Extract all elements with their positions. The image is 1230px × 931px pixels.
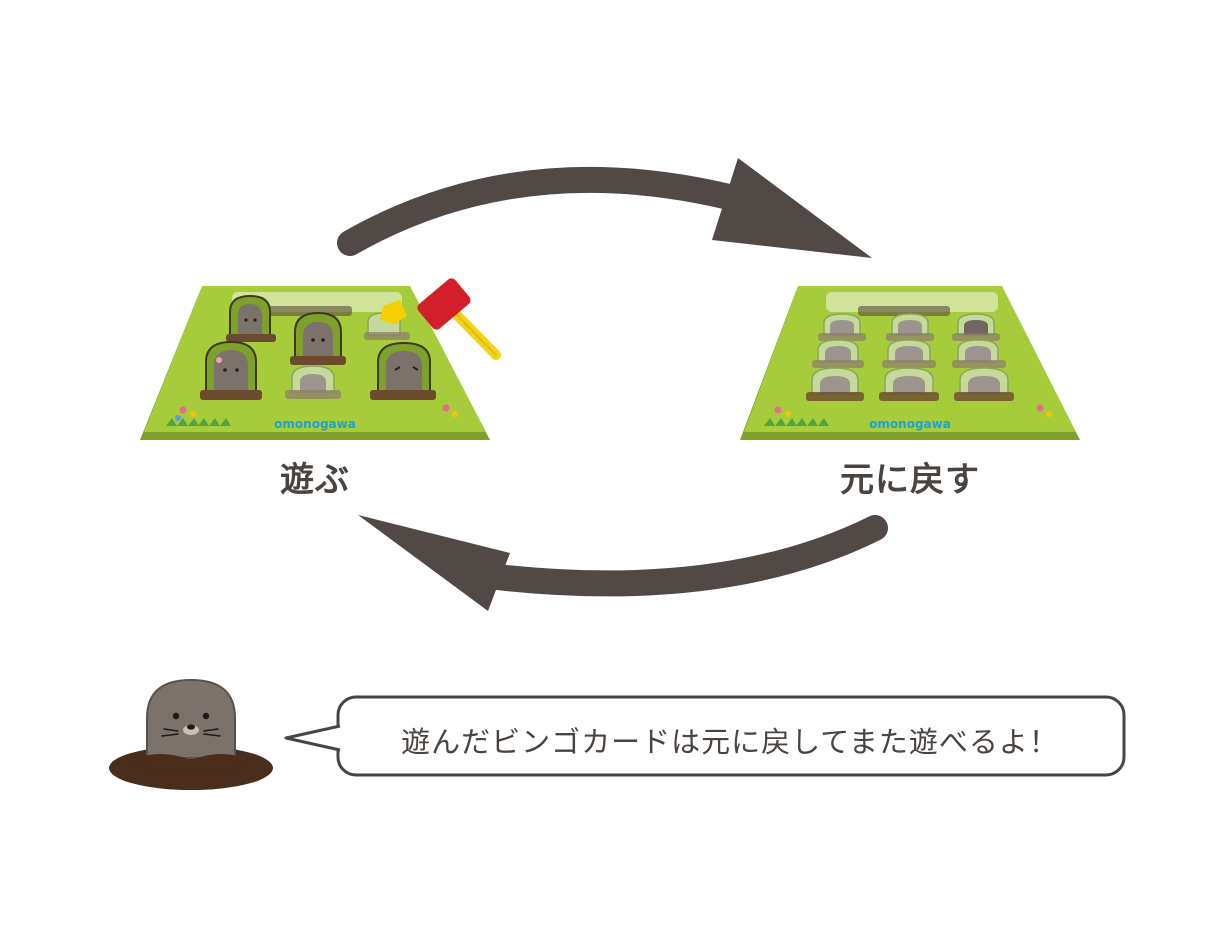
top-arrow-forward <box>337 158 872 258</box>
card-cell-hidden <box>952 313 1000 341</box>
card-cell-hidden <box>886 313 934 341</box>
bingo-card-reset: omonogawa <box>740 286 1080 440</box>
hammer-icon <box>380 278 501 360</box>
card-cell-hidden <box>818 313 866 341</box>
card-cell-hidden <box>812 339 864 368</box>
speech-bubble <box>284 695 1126 777</box>
step-label-return: 元に戻す <box>840 460 980 500</box>
card-cell-popped <box>290 311 346 365</box>
card-brand: omonogawa <box>274 417 356 431</box>
card-brand: omonogawa <box>869 417 951 431</box>
card-cell-hidden <box>952 339 1006 368</box>
card-cell-hidden <box>806 367 864 401</box>
speech-bubble-text: 遊んだビンゴカードは元に戻してまた遊べるよ！ <box>401 725 1059 759</box>
card-cell-hidden <box>285 365 341 399</box>
card-cell-popped <box>370 341 436 400</box>
card-cell-hidden <box>882 339 936 368</box>
step-label-play: 遊ぶ <box>280 460 350 500</box>
card-cell-popped <box>200 340 262 400</box>
bingo-card-played: omonogawa <box>140 278 501 440</box>
card-cell-hidden <box>954 367 1014 401</box>
card-cell-hidden <box>364 312 410 340</box>
bottom-arrow-back <box>358 515 888 611</box>
card-cell-hidden <box>879 367 939 401</box>
card-cell-popped <box>226 294 276 342</box>
mole-mascot <box>109 678 273 790</box>
